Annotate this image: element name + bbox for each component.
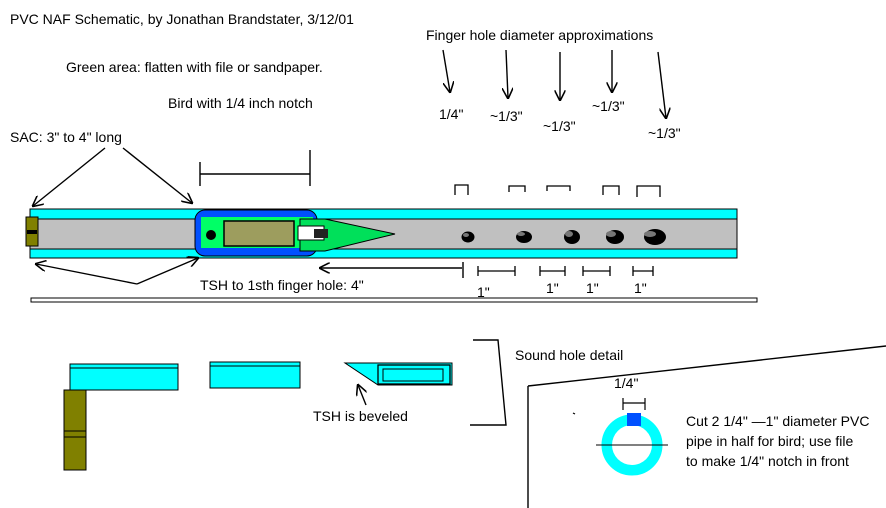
green-area-note: Green area: flatten with file or sandpap…: [66, 59, 323, 75]
spacing-1: 1": [477, 284, 490, 300]
sound-hole-detail-label: Sound hole detail: [515, 347, 624, 363]
hole-size-1: 1/4": [439, 106, 464, 122]
bevel-arrow: [358, 385, 366, 406]
finger-hole-arrows: [442, 49, 666, 118]
bottom-arrow-left: [36, 264, 138, 285]
sac-label: SAC: 3" to 4" long: [10, 129, 122, 145]
end-plug-notch: [27, 230, 37, 234]
cut-instructions-line-2: pipe in half for bird; use file: [686, 433, 854, 449]
detail-bracket: [470, 339, 507, 426]
sac-arrow-left: [33, 147, 106, 206]
baseline-bar: [30, 297, 758, 303]
finger-hole-1: [461, 231, 475, 243]
bird-block: [223, 220, 295, 247]
hole-size-2: ~1/3": [490, 108, 523, 124]
finger-hole-heading: Finger hole diameter approximations: [426, 27, 654, 43]
pipe-wall-top: [29, 208, 738, 220]
hole-size-brackets: [454, 184, 661, 197]
cut-instructions: Cut 2 1/4" —1" diameter PVC pipe in half…: [686, 411, 869, 471]
diagram-title: PVC NAF Schematic, by Jonathan Brandstat…: [10, 11, 354, 27]
finger-holes: [461, 229, 666, 245]
detail-frame: [527, 345, 886, 508]
bottom-arrow-right: [136, 258, 198, 285]
hole-size-4: ~1/3": [592, 98, 625, 114]
tsh-beveled-label: TSH is beveled: [313, 408, 408, 424]
pipe-wall-bottom: [29, 248, 738, 259]
notch-width-label: 1/4": [614, 375, 639, 391]
spacing-2: 1": [546, 280, 559, 296]
spacing-4: 1": [634, 280, 647, 296]
l-part-vertical: [63, 389, 87, 471]
sac-arrow-right: [122, 147, 192, 203]
notch: [627, 413, 641, 426]
spacing-marks: [477, 266, 654, 276]
tsh-hole: [206, 230, 216, 240]
hole-size-5: ~1/3": [648, 125, 681, 141]
hole-size-3: ~1/3": [543, 118, 576, 134]
sound-hole-dark: [314, 229, 328, 238]
bird-length-dimension: [199, 150, 311, 186]
bird-note: Bird with 1/4 inch notch: [168, 95, 313, 111]
cut-instructions-line-3: to make 1/4" notch in front: [686, 453, 849, 469]
spacing-3: 1": [586, 280, 599, 296]
cut-instructions-line-1: Cut 2 1/4" —1" diameter PVC: [686, 413, 870, 429]
tsh-distance-label: TSH to 1sth finger hole: 4": [200, 277, 364, 293]
